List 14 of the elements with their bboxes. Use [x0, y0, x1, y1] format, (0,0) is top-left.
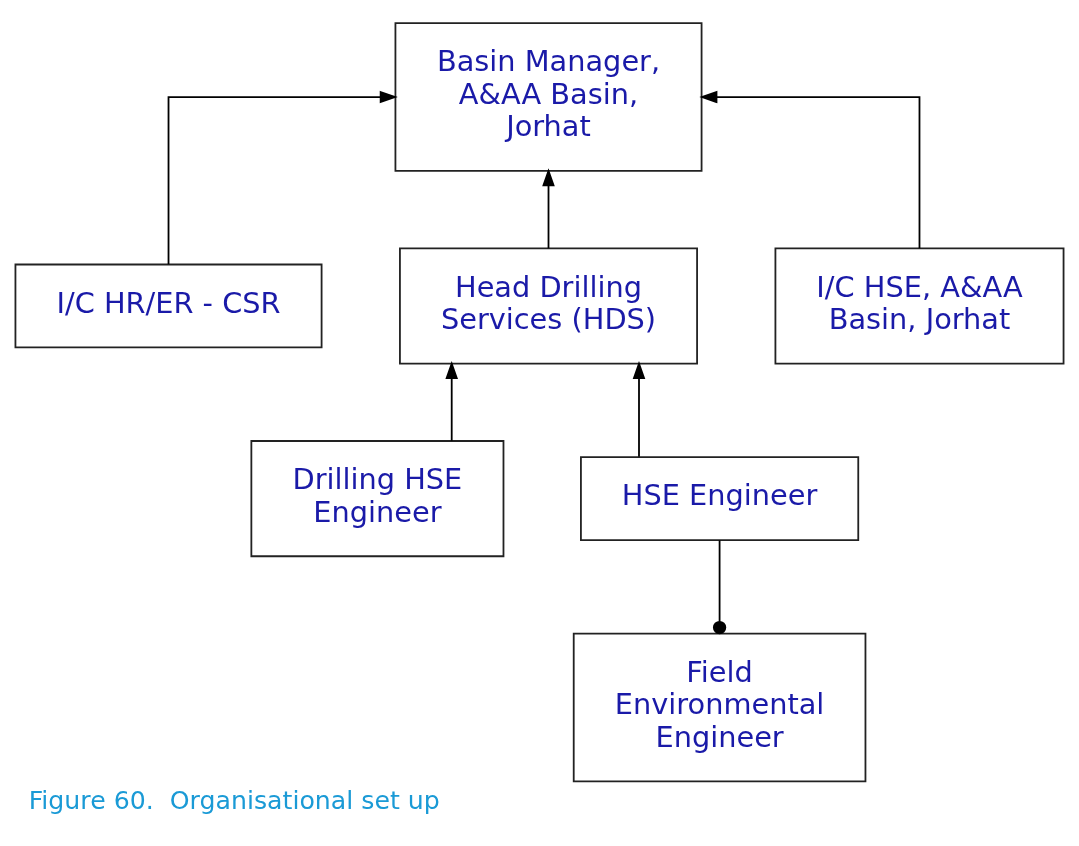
arrow [167, 90, 398, 266]
arrow [699, 90, 921, 250]
connector [712, 539, 727, 635]
node-box: Head Drilling Services (HDS) [399, 247, 698, 365]
node-box: Basin Manager, A&AA Basin, Jorhat [394, 22, 703, 172]
node-box: I/C HR/ER - CSR [14, 263, 323, 349]
node-box: I/C HSE, A&AA Basin, Jorhat [774, 247, 1065, 365]
arrow [632, 361, 646, 458]
node-box: Field Environmental Engineer [572, 632, 867, 783]
node-box: HSE Engineer [580, 456, 860, 541]
node-box: Drilling HSE Engineer [250, 440, 505, 558]
caption: Figure 60. Organisational set up [28, 785, 440, 815]
arrow [445, 361, 458, 442]
arrow [542, 168, 555, 250]
